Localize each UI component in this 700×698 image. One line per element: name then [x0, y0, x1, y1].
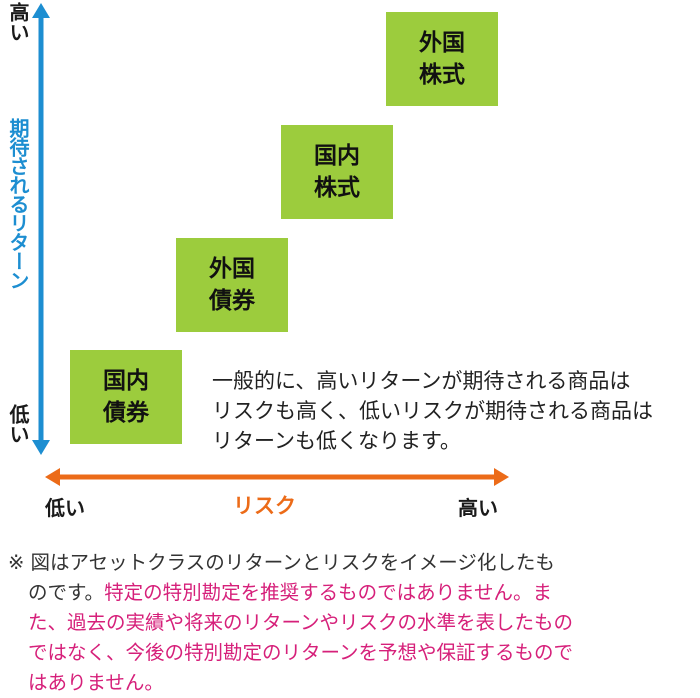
- asset-box-foreign-stocks: 外国 株式: [386, 12, 498, 106]
- asset-box-line2: 債券: [209, 288, 255, 314]
- asset-box-line1: 国内: [314, 143, 360, 169]
- footnote-highlight-line: ではなく、今後の特別勘定のリターンを予想や保証するもので: [28, 641, 574, 664]
- footnote-plain-text: のです。: [28, 581, 105, 604]
- footnote-highlight-line: はありません。: [28, 671, 164, 694]
- asset-box-domestic-stocks: 国内 株式: [281, 125, 393, 219]
- explanation-text: 一般的に、高いリターンが期待される商品は リスクも高く、低いリスクが期待される商…: [212, 366, 700, 456]
- footnote: ※ 図はアセットクラスのリターンとリスクをイメージ化したも のです。特定の特別勘…: [8, 548, 698, 698]
- horizontal-axis-low-label: 低い: [45, 496, 85, 520]
- explanation-line: 一般的に、高いリターンが期待される商品は: [212, 369, 631, 393]
- horizontal-axis-arrow: [45, 468, 509, 486]
- explanation-line: リターンも低くなります。: [212, 429, 461, 453]
- horizontal-axis-high-label: 高い: [458, 496, 498, 520]
- asset-box-line2: 債券: [103, 400, 149, 426]
- footnote-line: のです。特定の特別勘定を推奨するものではありません。ま: [8, 578, 698, 608]
- vertical-axis-low-label: 低い: [6, 404, 30, 444]
- asset-box-line1: 外国: [209, 256, 255, 282]
- vertical-axis-arrow: [32, 3, 50, 455]
- explanation-line: リスクも高く、低いリスクが期待される商品は: [212, 399, 653, 423]
- footnote-highlight-text: 特定の特別勘定を推奨するものではありません。ま: [104, 581, 552, 604]
- vertical-axis-title: 期待されるリターン: [6, 118, 30, 289]
- asset-box-line2: 株式: [314, 175, 360, 201]
- horizontal-axis-title: リスク: [233, 494, 296, 518]
- asset-box-domestic-bonds: 国内 債券: [70, 350, 182, 444]
- footnote-line: ※ 図はアセットクラスのリターンとリスクをイメージ化したも: [8, 551, 555, 574]
- asset-box-line1: 外国: [419, 30, 465, 56]
- vertical-axis-high-label: 高い: [6, 2, 30, 42]
- asset-box-line1: 国内: [103, 368, 149, 394]
- asset-box-foreign-bonds: 外国 債券: [176, 238, 288, 332]
- asset-box-line2: 株式: [419, 62, 465, 88]
- footnote-highlight-line: た、過去の実績や将来のリターンやリスクの水準を表したもの: [28, 611, 574, 634]
